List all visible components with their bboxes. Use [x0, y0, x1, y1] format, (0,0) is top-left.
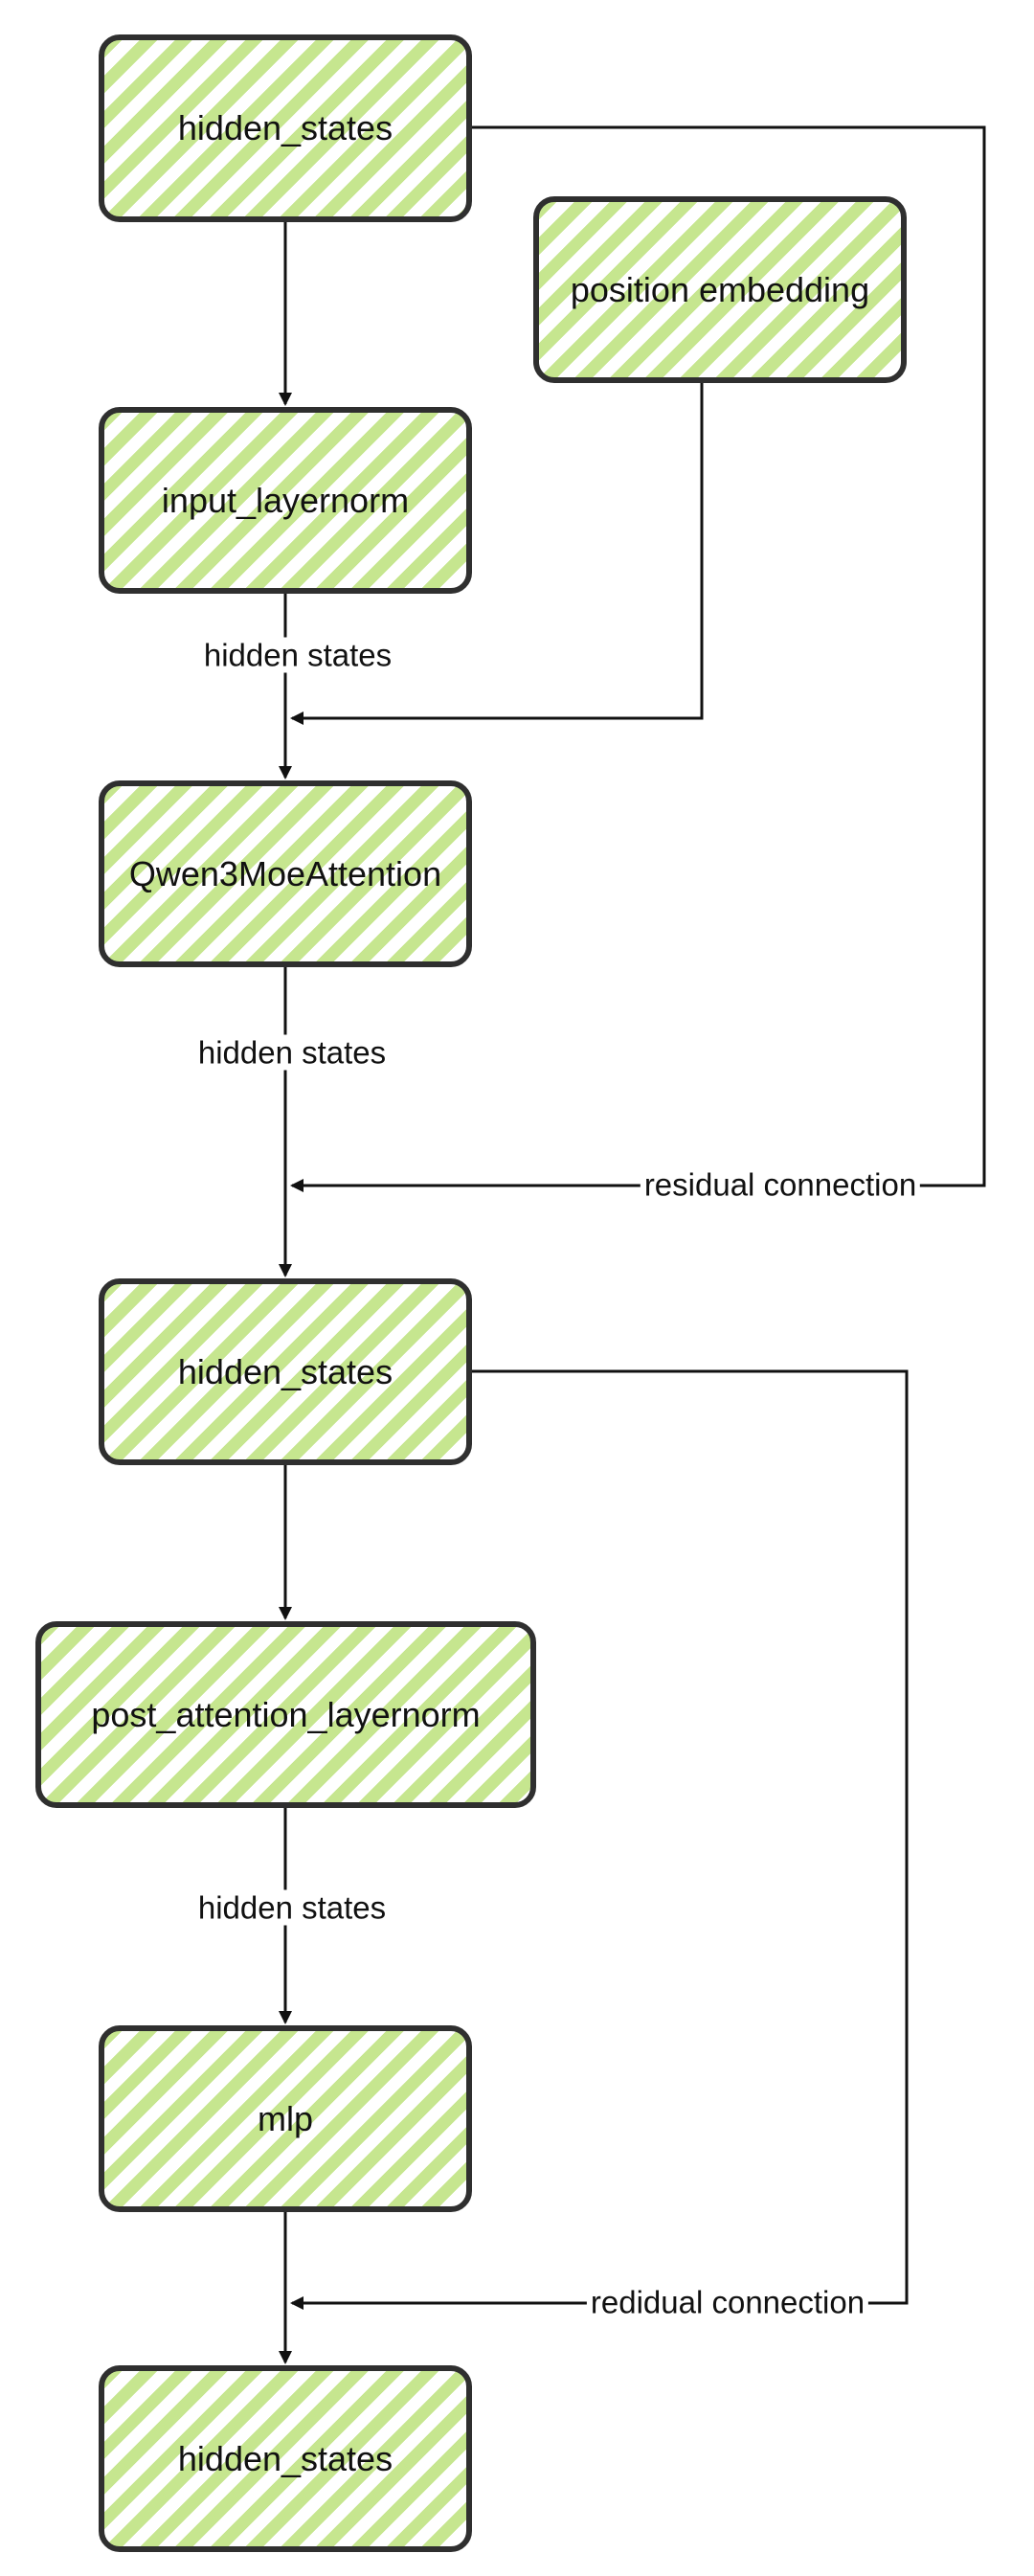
mlp-node: mlp — [99, 2025, 472, 2212]
edge-label-hidden-states-c: hidden states — [193, 1889, 391, 1926]
position-embedding-node: position embedding — [533, 196, 907, 383]
edge-label-residual-connection: residual connection — [640, 1166, 921, 1203]
input-layernorm-node: input_layernorm — [99, 407, 472, 594]
hidden-states-node-2: hidden_states — [99, 1278, 472, 1465]
edge-label-redidual-connection: redidual connection — [586, 2284, 869, 2320]
post-attention-layernorm-node: post_attention_layernorm — [35, 1621, 536, 1808]
hidden-states-node-3: hidden_states — [99, 2365, 472, 2552]
hidden-states-node-1: hidden_states — [99, 34, 472, 222]
qwen3-moe-attention-node: Qwen3MoeAttention — [99, 780, 472, 967]
edge-hidden-states-residual-1 — [290, 125, 986, 1192]
edge-label-hidden-states-a: hidden states — [199, 637, 396, 673]
edge-position-embedding-to-attention — [290, 383, 704, 725]
edge-label-hidden-states-b: hidden states — [193, 1034, 391, 1071]
